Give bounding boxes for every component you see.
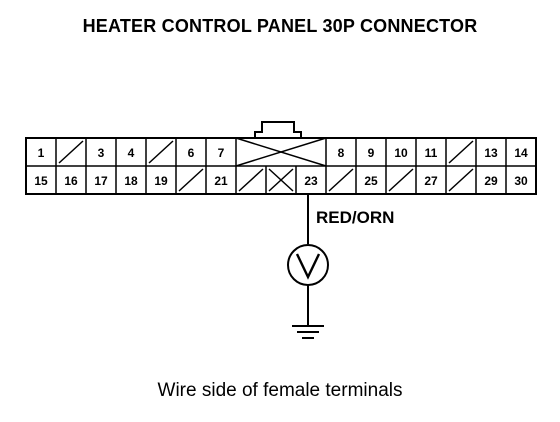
terminal-number-7: 7 [218, 146, 225, 160]
terminal-number-16: 16 [64, 174, 78, 188]
unused-terminal-slash [328, 168, 354, 192]
lock-area-cross [235, 137, 327, 167]
ground-icon [292, 285, 324, 339]
terminal-number-13: 13 [484, 146, 498, 160]
terminal-number-18: 18 [124, 174, 138, 188]
terminal-number-6: 6 [188, 146, 195, 160]
terminal-number-19: 19 [154, 174, 168, 188]
terminal-number-25: 25 [364, 174, 378, 188]
unused-terminal-slash [448, 168, 474, 192]
wire-color-label: RED/ORN [316, 208, 395, 227]
terminal-number-3: 3 [98, 146, 105, 160]
terminal-number-29: 29 [484, 174, 498, 188]
terminal-number-11: 11 [425, 146, 438, 160]
terminal-number-23: 23 [304, 174, 318, 188]
unused-terminal-slash [448, 140, 474, 164]
terminal-number-15: 15 [34, 174, 48, 188]
terminal-number-30: 30 [514, 174, 528, 188]
unused-terminal-slash [178, 168, 204, 192]
diagram-caption: Wire side of female terminals [157, 380, 403, 401]
meter-v-glyph [295, 253, 321, 280]
terminal-cross [268, 168, 294, 192]
terminal-number-27: 27 [424, 174, 438, 188]
terminal-number-10: 10 [394, 146, 408, 160]
unused-terminal-slash [238, 168, 264, 192]
terminal-number-4: 4 [128, 146, 135, 160]
voltmeter-icon [287, 244, 329, 286]
unused-terminal-slash [388, 168, 414, 192]
terminal-number-8: 8 [338, 146, 345, 160]
terminal-number-14: 14 [514, 146, 528, 160]
unused-terminal-slash [58, 140, 84, 164]
terminal-number-9: 9 [368, 146, 375, 160]
connector-lock-tab [254, 121, 302, 138]
terminal-number-17: 17 [94, 174, 108, 188]
terminal-number-1: 1 [38, 146, 45, 160]
unused-terminal-slash [148, 140, 174, 164]
diagram-title: HEATER CONTROL PANEL 30P CONNECTOR [82, 16, 478, 36]
terminal-number-21: 21 [214, 174, 228, 188]
